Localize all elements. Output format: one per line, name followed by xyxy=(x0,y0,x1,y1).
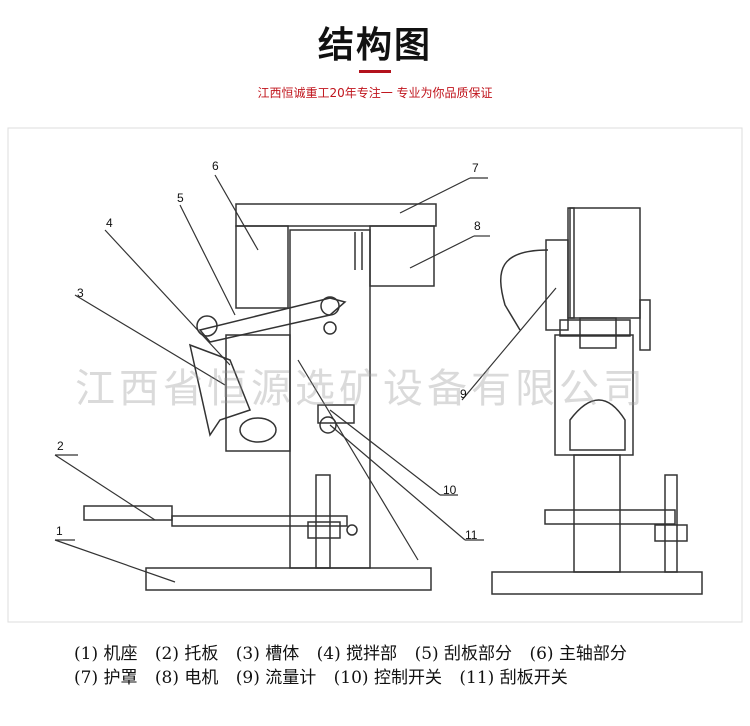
callout-8: 8 xyxy=(474,219,481,233)
callout-5: 5 xyxy=(177,191,184,205)
page-title: 结构图 xyxy=(317,25,432,66)
legend-row-1: (1) 机座 (2) 托板 (3) 槽体 (4) 搅拌部 (5) 刮板部分 (6… xyxy=(74,642,639,666)
legend-item: (3) 槽体 xyxy=(235,644,300,664)
callout-4: 4 xyxy=(106,216,113,230)
title-divider xyxy=(359,70,391,73)
spindle-part xyxy=(235,225,289,309)
legend-item: (7) 护罩 xyxy=(74,668,138,688)
tank-front xyxy=(225,334,291,452)
legend-item: (1) 机座 xyxy=(74,644,138,664)
motor-front xyxy=(369,225,435,287)
callout-3: 3 xyxy=(77,286,84,300)
guard-top xyxy=(235,203,437,227)
watermark: 江西省恒源选矿设备有限公司 xyxy=(75,366,647,412)
hose-side xyxy=(499,249,549,331)
legend: (1) 机座 (2) 托板 (3) 槽体 (4) 搅拌部 (5) 刮板部分 (6… xyxy=(74,642,639,690)
callout-9: 9 xyxy=(460,387,467,401)
callout-7: 7 xyxy=(472,161,479,175)
legend-item: (11) 刮板开关 xyxy=(459,668,568,688)
callout-6: 6 xyxy=(212,159,219,173)
legend-item: (8) 电机 xyxy=(154,668,219,688)
base-side xyxy=(491,571,703,595)
base-front xyxy=(145,567,432,591)
legend-item: (5) 刮板部分 xyxy=(414,644,513,664)
callout-10: 10 xyxy=(443,483,457,497)
callout-1: 1 xyxy=(56,524,63,538)
legend-item: (4) 搅拌部 xyxy=(316,644,398,664)
callout-11: 11 xyxy=(465,528,478,542)
legend-item: (2) 托板 xyxy=(154,644,219,664)
machine-drawing: 2 1 3 4 5 6 7 8 9 10 11 xyxy=(7,127,743,623)
legend-item: (6) 主轴部分 xyxy=(529,644,627,664)
scraper-belt xyxy=(198,297,347,343)
legend-item: (10) 控制开关 xyxy=(333,668,442,688)
legend-item: (9) 流量计 xyxy=(235,668,317,688)
callout-2: 2 xyxy=(57,439,64,453)
legend-row-2: (7) 护罩 (8) 电机 (9) 流量计 (10) 控制开关 (11) 刮板开… xyxy=(74,666,639,690)
page-subtitle: 江西恒诚重工20年专注一 专业为你品质保证 xyxy=(257,86,493,100)
